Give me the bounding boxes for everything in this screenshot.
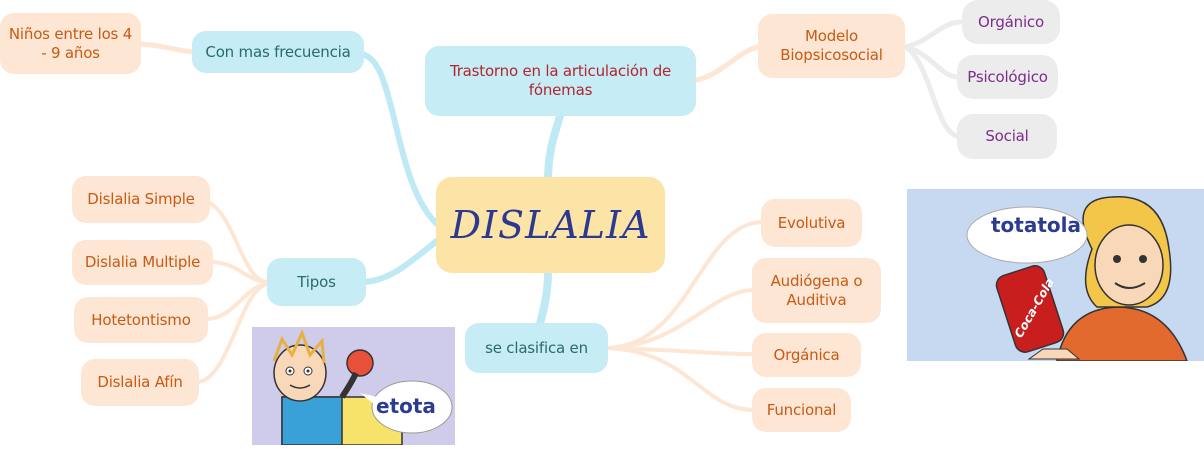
girl-drawing [966,196,1189,362]
leaf-organic-type[interactable]: Orgánica [752,333,861,377]
leaf-evolutive[interactable]: Evolutiva [761,199,862,247]
topic-frequency[interactable]: Con mas frecuencia [192,31,364,73]
girl-speech-text: totatola [991,213,1082,237]
topic-biopsychosocial-model-label: Modelo Biopsicosocial [780,27,883,64]
topic-types-label: Tipos [297,272,336,291]
central-topic-label: DISLALIA [450,202,651,247]
leaf-age-range-label: Niños entre los 4 - 9 años [8,24,133,62]
topic-types[interactable]: Tipos [267,258,366,306]
leaf-functional-label: Funcional [766,400,837,419]
boy-drawing [272,329,453,446]
leaf-organic[interactable]: Orgánico [962,0,1060,44]
leaf-social-label: Social [985,127,1029,145]
leaf-functional[interactable]: Funcional [752,388,851,432]
boy-illustration: etota [252,327,455,446]
central-topic[interactable]: DISLALIA [436,177,665,273]
leaf-social[interactable]: Social [957,114,1057,159]
leaf-psychological[interactable]: Psicológico [957,55,1058,99]
leaf-audiogenic-label: Audiógena o Auditiva [770,271,863,309]
topic-articulation-disorder[interactable]: Trastorno en la articulación de fónemas [425,46,696,116]
leaf-multiple-dyslalia-label: Dislalia Multiple [84,253,201,271]
girl-illustration: totatola Coca-Cola [907,189,1204,362]
boy-speech-text: etota [376,394,436,418]
leaf-organic-type-label: Orgánica [773,345,840,364]
topic-articulation-disorder-label: Trastorno en la articulación de fónemas [449,62,672,99]
leaf-hotentotism[interactable]: Hotetontismo [74,297,208,343]
leaf-age-range[interactable]: Niños entre los 4 - 9 años [0,13,141,74]
leaf-simple-dyslalia-label: Dislalia Simple [87,190,195,208]
leaf-related-dyslalia-label: Dislalia Afín [97,373,183,391]
topic-biopsychosocial-model[interactable]: Modelo Biopsicosocial [758,14,905,78]
leaf-hotentotism-label: Hotetontismo [91,310,191,329]
topic-classification-label: se clasifica en [485,338,588,357]
topic-frequency-label: Con mas frecuencia [205,42,351,61]
leaf-audiogenic[interactable]: Audiógena o Auditiva [752,258,881,323]
leaf-simple-dyslalia[interactable]: Dislalia Simple [72,176,210,223]
topic-classification[interactable]: se clasifica en [465,323,608,373]
leaf-organic-label: Orgánico [978,12,1044,31]
leaf-psychological-label: Psicológico [967,67,1048,86]
leaf-multiple-dyslalia[interactable]: Dislalia Multiple [72,240,213,285]
leaf-evolutive-label: Evolutiva [777,213,846,232]
leaf-related-dyslalia[interactable]: Dislalia Afín [81,359,199,406]
